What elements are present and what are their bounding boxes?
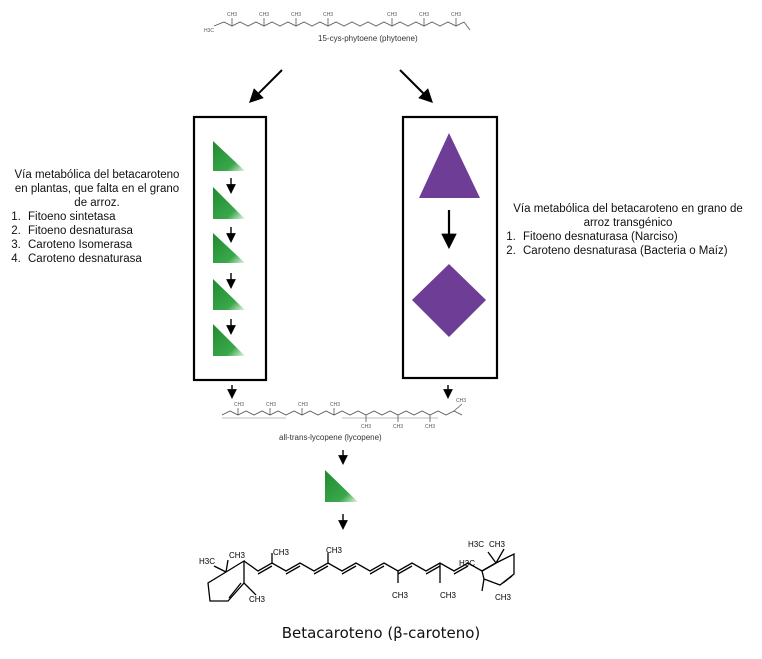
beta-carotene-structure [207, 548, 515, 602]
svg-text:CH3: CH3 [451, 12, 461, 18]
transgenic-pathway-title: Vía metabólica del betacaroteno en grano… [513, 203, 743, 229]
svg-text:H3C: H3C [204, 28, 214, 34]
transgenic-pathway-box [401, 115, 499, 380]
svg-text:CH3: CH3 [330, 402, 340, 408]
svg-text:CH3: CH3 [387, 12, 397, 18]
svg-text:CH3: CH3 [393, 424, 403, 430]
plant-pathway-box [192, 115, 268, 382]
svg-text:H3C: H3C [459, 559, 475, 568]
svg-text:CH3: CH3 [425, 424, 435, 430]
list-item: Caroteno desnaturasa (Bacteria o Maíz) [519, 244, 753, 258]
green-triangle-icon [325, 470, 358, 502]
svg-text:CH3: CH3 [229, 551, 246, 560]
green-triangle-icon [213, 141, 245, 171]
plant-pathway-title: Vía metabólica del betacaroteno en plant… [14, 169, 180, 209]
arrow-to-plant-pathway [249, 69, 283, 103]
svg-text:CH3: CH3 [489, 540, 506, 549]
svg-text:H3C: H3C [468, 540, 484, 549]
lycopene-structure [221, 403, 463, 422]
list-item: Caroteno Isomerasa [24, 238, 186, 252]
transgenic-enzyme-list: Fitoeno desnaturasa (Narciso) Caroteno d… [503, 230, 753, 258]
svg-text:CH3: CH3 [291, 12, 301, 18]
green-triangle-icon [213, 187, 245, 219]
purple-diamond-icon [412, 264, 486, 337]
plant-enzyme-list: Fitoeno sintetasa Fitoeno desnaturasa Ca… [8, 210, 186, 266]
svg-text:CH3: CH3 [361, 424, 371, 430]
svg-text:CH3: CH3 [440, 591, 457, 600]
lycopene-label: all-trans-lycopene (lycopene) [279, 433, 382, 442]
svg-text:CH3: CH3 [495, 593, 512, 602]
svg-text:CH3: CH3 [326, 546, 343, 555]
transgenic-pathway-description: Vía metabólica del betacaroteno en grano… [503, 202, 753, 258]
list-item: Fitoeno sintetasa [24, 210, 186, 224]
svg-text:CH3: CH3 [323, 12, 333, 18]
list-item: Caroteno desnaturasa [24, 252, 186, 266]
svg-text:CH3: CH3 [259, 12, 269, 18]
svg-text:CH3: CH3 [234, 402, 244, 408]
svg-text:CH3: CH3 [456, 398, 466, 404]
svg-text:H3C: H3C [199, 557, 215, 566]
green-triangle-icon [213, 324, 245, 356]
list-item: Fitoeno desnaturasa (Narciso) [519, 230, 753, 244]
svg-text:CH3: CH3 [298, 402, 308, 408]
svg-text:CH3: CH3 [249, 595, 266, 604]
plant-pathway-description: Vía metabólica del betacaroteno en plant… [8, 168, 186, 266]
svg-text:CH3: CH3 [392, 591, 409, 600]
arrow-to-transgenic-pathway [399, 69, 433, 103]
svg-text:CH3: CH3 [419, 12, 429, 18]
svg-text:CH3: CH3 [227, 12, 237, 18]
svg-text:CH3: CH3 [266, 402, 276, 408]
phytoene-label: 15-cys-phytoene (phytoene) [318, 34, 418, 43]
phytoene-structure [213, 18, 471, 31]
svg-text:CH3: CH3 [273, 548, 290, 557]
beta-carotene-caption: Betacaroteno (β-caroteno) [281, 624, 481, 642]
purple-triangle-icon [419, 133, 480, 198]
green-triangle-icon [213, 233, 245, 263]
green-triangle-icon [213, 279, 245, 310]
list-item: Fitoeno desnaturasa [24, 224, 186, 238]
